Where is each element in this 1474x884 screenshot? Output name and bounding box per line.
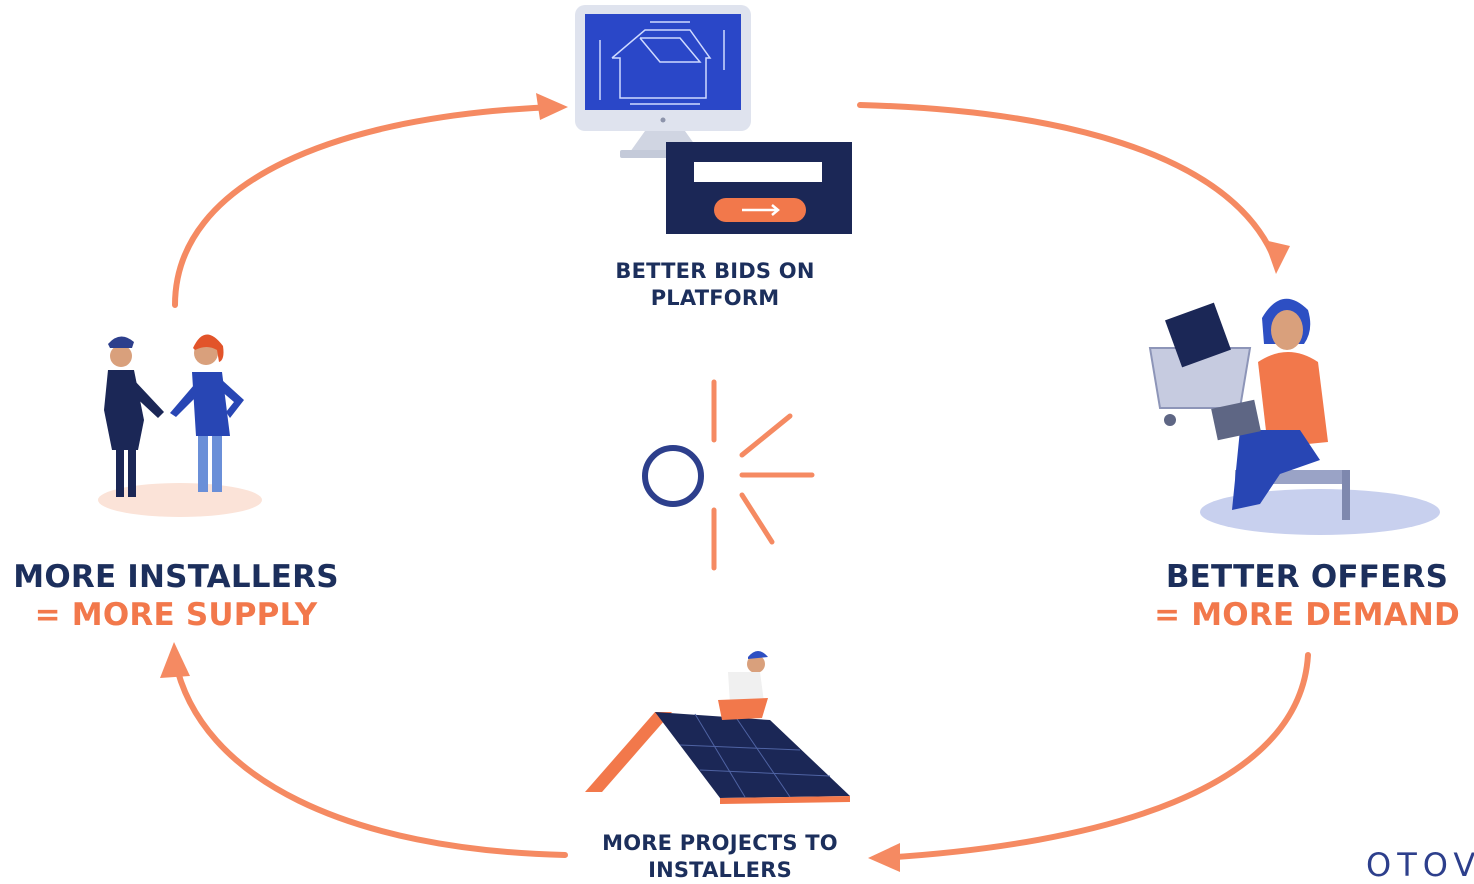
node-right-label: BETTER OFFERS = MORE DEMAND [1140,558,1474,634]
brand-logo-text: OTOV [1366,846,1474,884]
computer-blueprint-icon [575,5,852,234]
node-bottom-line1: MORE PROJECTS TO [602,831,838,855]
sun-logo-icon [642,379,815,571]
arrowheads [160,93,1290,872]
node-right-line1: BETTER OFFERS [1165,559,1449,595]
arrowhead-top [536,93,568,120]
arrowhead-left [160,642,190,678]
arrowhead-right [1264,240,1290,274]
arrowhead-bottom [868,843,900,872]
node-bottom-line2: INSTALLERS [648,858,792,882]
cycle-arrows [172,102,1311,861]
arrow-right-to-bottom [877,652,1311,861]
handshake-illustration [98,334,262,517]
node-top-line2: PLATFORM [650,286,780,310]
node-top-label: BETTER BIDS ON PLATFORM [575,258,855,312]
solar-roof-installer-illustration [585,651,850,804]
node-bottom-label: MORE PROJECTS TO INSTALLERS [560,830,880,884]
shopper-laptop-illustration [1148,298,1440,535]
node-left-line1: MORE INSTALLERS [13,559,339,595]
node-top-line1: BETTER BIDS ON [615,259,815,283]
node-left-label: MORE INSTALLERS = MORE SUPPLY [0,558,352,634]
arrow-top-to-right [857,102,1278,263]
arrow-bottom-to-left [172,657,568,858]
node-left-line2: = MORE SUPPLY [34,597,318,633]
arrow-left-to-top [172,104,558,308]
node-right-line2: = MORE DEMAND [1154,597,1460,633]
